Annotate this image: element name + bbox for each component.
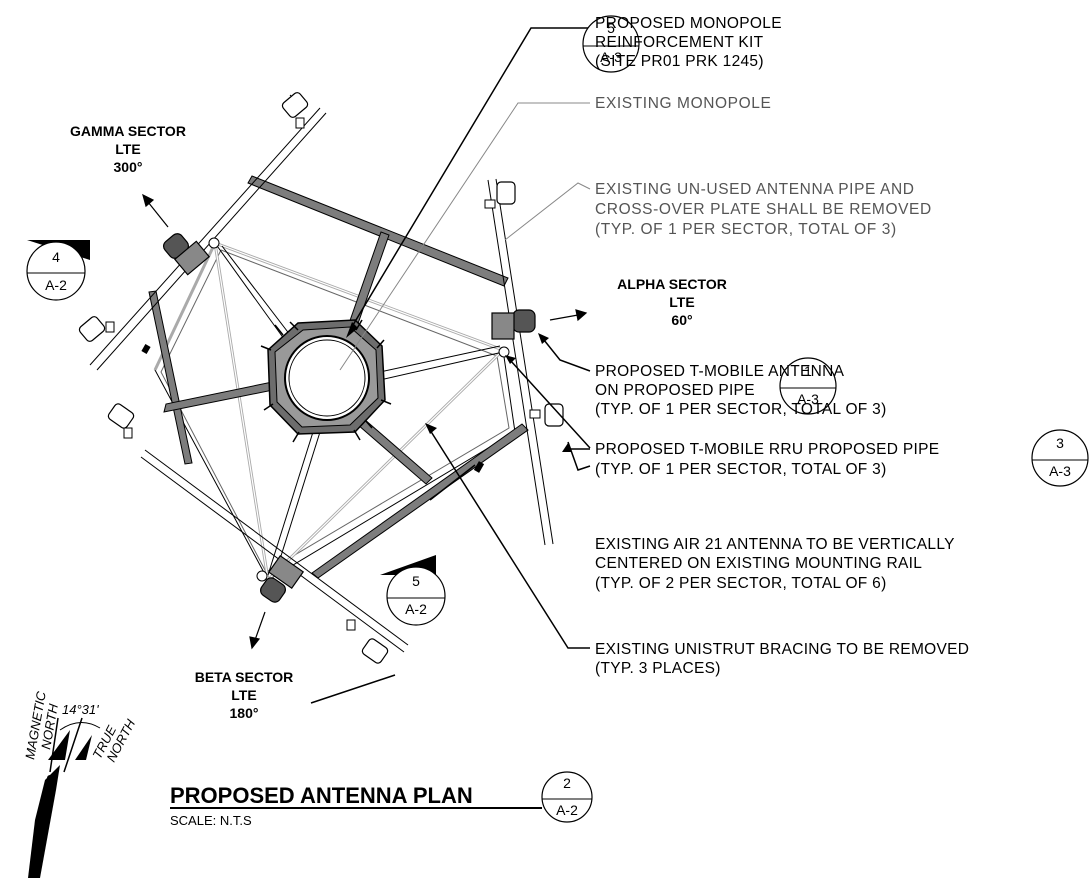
note-line: CROSS-OVER PLATE SHALL BE REMOVED bbox=[595, 201, 932, 218]
proposed-tmobile-antennas bbox=[162, 233, 536, 603]
detail-bubble-reinforcement: 5 A-3 bbox=[582, 15, 640, 73]
note-existing-monopole: EXISTING MONOPOLE bbox=[595, 95, 771, 112]
leader-lines bbox=[310, 27, 591, 704]
bubble-number: 3 bbox=[1056, 435, 1064, 451]
sector-label-alpha: ALPHA SECTOR LTE 60° bbox=[617, 276, 727, 328]
leader-lines-light bbox=[339, 102, 591, 371]
note-line: (TYP. OF 1 PER SECTOR, TOTAL OF 3) bbox=[595, 221, 897, 238]
sector-label-gamma: GAMMA SECTOR LTE 300° bbox=[70, 123, 186, 175]
existing-air21-antennas bbox=[78, 92, 564, 664]
note-line: (TYP. 3 PLACES) bbox=[595, 660, 721, 677]
note-line: (TYP. OF 1 PER SECTOR, TOTAL OF 3) bbox=[595, 461, 887, 478]
section-bubble-5: 5 A-2 bbox=[386, 566, 446, 626]
note-line: PROPOSED T-MOBILE ANTENNA bbox=[595, 363, 845, 380]
bubble-sheet: A-3 bbox=[1049, 463, 1071, 479]
note-line: PROPOSED T-MOBILE RRU PROPOSED PIPE bbox=[595, 441, 939, 458]
sector-name: ALPHA SECTOR bbox=[617, 276, 727, 292]
existing-monopole bbox=[260, 319, 392, 443]
page-title: PROPOSED ANTENNA PLAN bbox=[170, 783, 473, 808]
bubble-sheet: A-2 bbox=[556, 802, 578, 818]
bubble-number: 1 bbox=[804, 363, 812, 379]
mount-brackets bbox=[105, 117, 541, 631]
section-bubble-4: 4 A-2 bbox=[26, 241, 86, 301]
unistrut-bracing bbox=[148, 175, 529, 579]
sector-arrows bbox=[142, 193, 588, 650]
bubble-number: 2 bbox=[563, 775, 571, 791]
note-line: CENTERED ON EXISTING MOUNTING RAIL bbox=[595, 555, 922, 572]
note-line: (SITE PR01 PRK 1245) bbox=[595, 53, 764, 70]
bubble-sheet: A-3 bbox=[600, 49, 622, 65]
title-block: PROPOSED ANTENNA PLAN SCALE: N.T.S bbox=[170, 783, 542, 828]
note-line: REINFORCEMENT KIT bbox=[595, 34, 764, 51]
note-proposed-rru: PROPOSED T-MOBILE RRU PROPOSED PIPE (TYP… bbox=[595, 441, 939, 478]
note-line: EXISTING UN-USED ANTENNA PIPE AND bbox=[595, 181, 915, 198]
sector-name: GAMMA SECTOR bbox=[70, 123, 186, 139]
note-line: ON PROPOSED PIPE bbox=[595, 382, 755, 399]
note-unused-pipe: EXISTING UN-USED ANTENNA PIPE AND CROSS-… bbox=[595, 181, 932, 238]
bubble-sheet: A-2 bbox=[405, 601, 427, 617]
bubble-number: 5 bbox=[412, 573, 420, 589]
detail-bubble-antenna: 1 A-3 bbox=[779, 357, 837, 415]
platform-structure bbox=[78, 92, 564, 664]
sector-name: BETA SECTOR bbox=[195, 669, 294, 685]
note-line: (TYP. OF 1 PER SECTOR, TOTAL OF 3) bbox=[595, 401, 887, 418]
sector-azimuth: 300° bbox=[114, 159, 143, 175]
sector-tech: LTE bbox=[231, 687, 256, 703]
sector-tech: LTE bbox=[115, 141, 140, 157]
note-unistrut: EXISTING UNISTRUT BRACING TO BE REMOVED … bbox=[595, 641, 969, 677]
note-line: EXISTING UNISTRUT BRACING TO BE REMOVED bbox=[595, 641, 969, 658]
title-bubble: 2 A-2 bbox=[541, 771, 593, 823]
note-line: EXISTING AIR 21 ANTENNA TO BE VERTICALLY bbox=[595, 536, 955, 553]
note-line: PROPOSED MONOPOLE bbox=[595, 15, 782, 32]
note-reinforcement-kit: PROPOSED MONOPOLE REINFORCEMENT KIT (SIT… bbox=[595, 15, 782, 70]
sector-tech: LTE bbox=[669, 294, 694, 310]
note-air21-text: EXISTING AIR 21 ANTENNA TO BE VERTICALLY… bbox=[595, 536, 955, 592]
scale-label: SCALE: N.T.S bbox=[170, 813, 252, 828]
bubble-sheet: A-2 bbox=[45, 277, 67, 293]
bubble-number: 4 bbox=[52, 249, 60, 265]
sector-azimuth: 60° bbox=[671, 312, 692, 328]
bubble-number: 5 bbox=[607, 20, 615, 36]
sector-label-beta: BETA SECTOR LTE 180° bbox=[195, 669, 294, 721]
sector-azimuth: 180° bbox=[230, 705, 259, 721]
north-arrow-icon: 14°31' MAGNETIC NORTH TRUE NORTH bbox=[22, 690, 139, 878]
note-proposed-antenna: PROPOSED T-MOBILE ANTENNA ON PROPOSED PI… bbox=[595, 363, 887, 418]
bubble-sheet: A-3 bbox=[797, 391, 819, 407]
detail-bubble-rru: 3 A-3 bbox=[1031, 429, 1089, 487]
note-line: (TYP. OF 2 PER SECTOR, TOTAL OF 6) bbox=[595, 575, 887, 592]
declination-angle: 14°31' bbox=[62, 702, 99, 717]
spokes bbox=[214, 242, 504, 576]
